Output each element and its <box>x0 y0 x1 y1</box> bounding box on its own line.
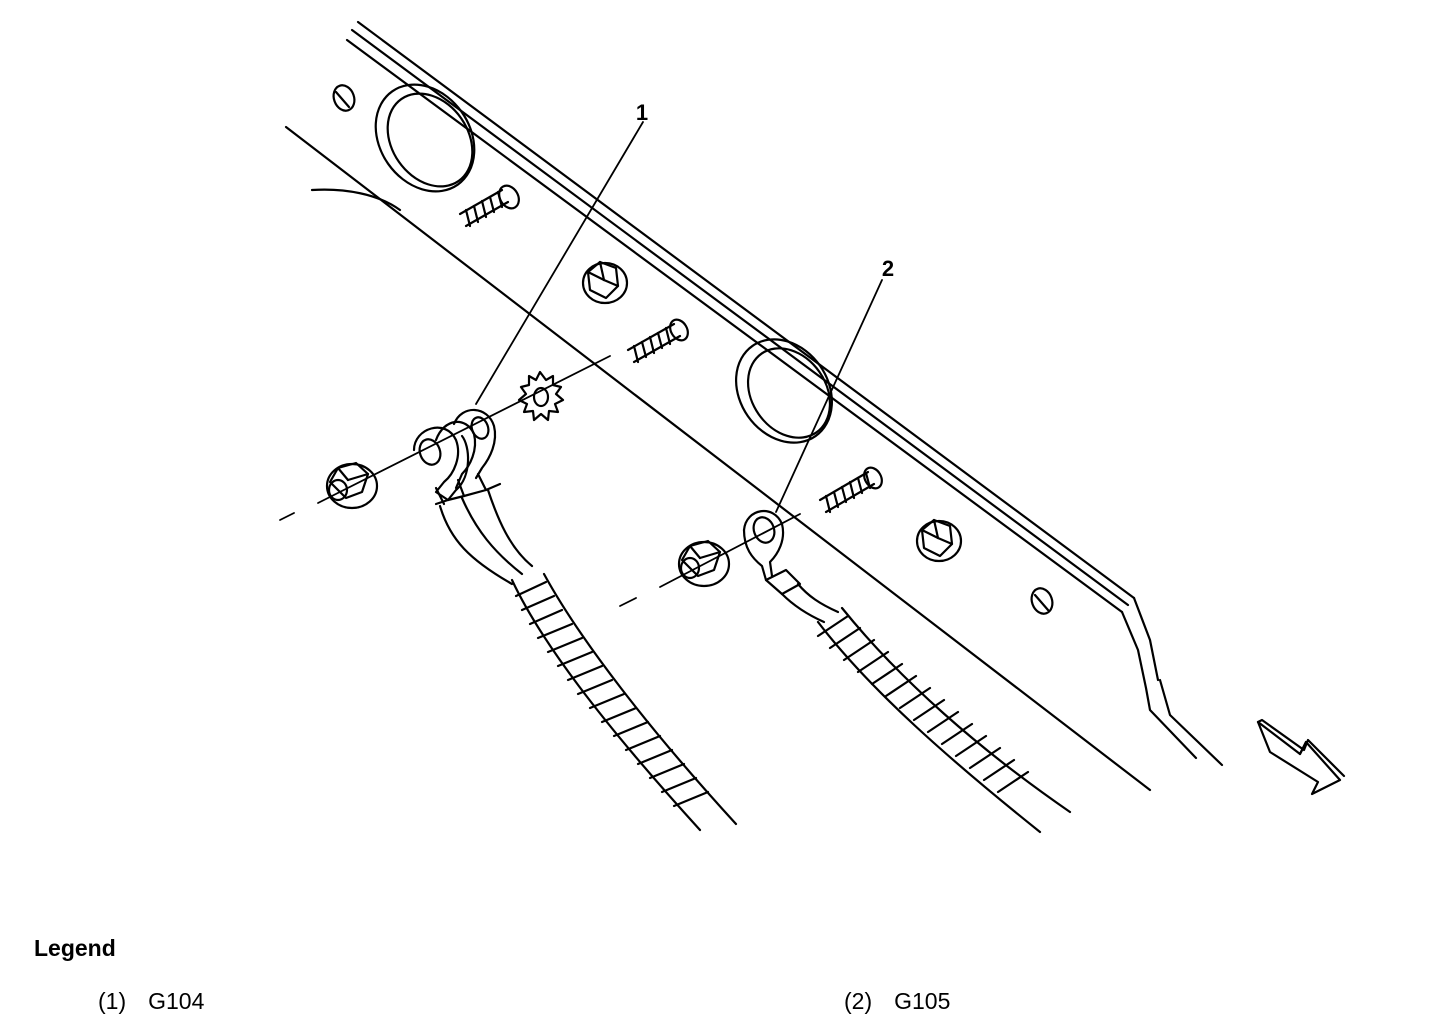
legend-item-ref: (1) <box>98 988 127 1014</box>
flange-nut-g105 <box>677 539 731 588</box>
frame-rail <box>284 20 1224 792</box>
callout-number-1: 1 <box>636 100 648 125</box>
oval-opening <box>735 338 833 444</box>
harness-conduit-g104 <box>510 572 738 832</box>
front-direction-arrow-icon <box>1256 718 1346 796</box>
legend-item: (2) G105 <box>844 988 950 1015</box>
callout-leader-1 <box>475 121 644 405</box>
oval-opening <box>374 83 476 193</box>
legend-item-ref: (2) <box>844 988 873 1014</box>
panel-hole <box>1030 587 1054 615</box>
callout-number-2: 2 <box>882 256 894 281</box>
threaded-stud <box>458 184 520 228</box>
ground-location-diagram: 1 2 <box>279 20 1346 834</box>
star-washer-g104 <box>517 370 565 422</box>
ring-terminals-g104 <box>412 408 534 586</box>
panel-hole <box>332 84 356 112</box>
hex-bolt-head <box>915 518 963 563</box>
harness-conduit-g105 <box>816 606 1072 834</box>
flange-nut-g104 <box>325 461 379 510</box>
legend-title: Legend <box>34 935 116 961</box>
ring-terminal-g105 <box>742 509 840 624</box>
legend-item-code: G104 <box>148 988 205 1014</box>
ground-stud-g105 <box>619 466 883 607</box>
legend-item: (1) G104 <box>98 988 204 1015</box>
legend-item-code: G105 <box>894 988 951 1014</box>
legend: Legend (1) G104 (2) G105 <box>0 925 1440 1036</box>
hex-bolt-head <box>581 260 629 305</box>
callout-leader-2 <box>775 279 883 513</box>
